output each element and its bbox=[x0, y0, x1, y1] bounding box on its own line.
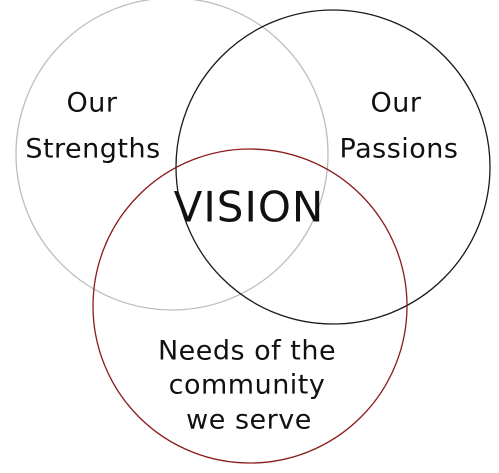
needs-label-line3: we serve bbox=[186, 405, 312, 436]
passions-circle bbox=[175, 9, 491, 325]
passions-label-line2: Passions bbox=[340, 134, 459, 165]
strengths-label-line1: Our bbox=[67, 88, 118, 119]
passions-label-line1: Our bbox=[371, 88, 422, 119]
needs-label-line2: community bbox=[169, 370, 326, 401]
needs-label-line1: Needs of the bbox=[158, 336, 336, 367]
strengths-label-line2: Strengths bbox=[25, 134, 160, 165]
strengths-circle bbox=[15, 0, 329, 311]
needs-circle bbox=[92, 148, 408, 464]
vision-label: VISION bbox=[174, 183, 325, 232]
